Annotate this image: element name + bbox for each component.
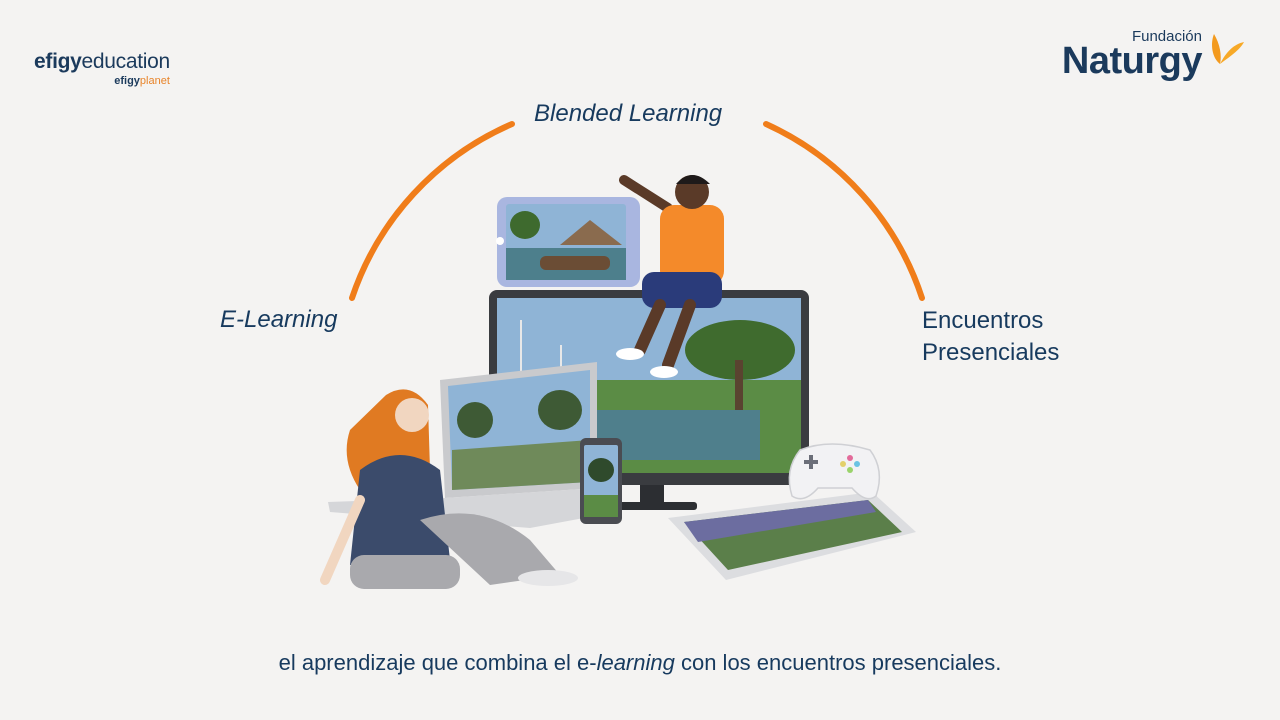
label-encuentros-line1: Encuentros [922,307,1044,334]
logo-brand-bold: efigy [34,50,82,73]
logo-brand-rest: education [81,50,171,73]
label-blended-learning: Blended Learning [534,100,723,127]
efigyeducation-logo: efigyeducation efigyplanet [34,50,170,87]
label-encuentros-presenciales: Encuentros Presenciales [922,305,1059,369]
arc-left [349,121,515,301]
label-encuentros-line2: Presenciales [922,339,1060,366]
caption-before: el aprendizaje que combina el e- [278,650,597,675]
logo-sub-rest: planet [139,75,170,87]
gamepad-illustration [788,443,881,500]
label-e-learning: E-Learning [220,306,338,333]
fundacion-naturgy-logo: Fundación Naturgy [1046,28,1246,84]
floating-screen-illustration [496,197,640,287]
butterfly-icon [1212,34,1244,64]
subtitle-caption: el aprendizaje que combina el e-learning… [0,650,1280,676]
logo-sub-bold: efigy [114,75,140,87]
arc-right [763,121,925,301]
caption-after: con los encuentros presenciales. [674,650,1002,675]
tablet-illustration [668,492,916,580]
laptop-illustration [328,362,600,528]
logo-naturgy-text: Naturgy [1061,40,1203,82]
girl-character [320,389,578,589]
caption-italic: learning [596,650,675,675]
boy-character [616,175,724,378]
logo-fundacion-text: Fundación [1131,28,1202,45]
phone-illustration [580,438,622,524]
